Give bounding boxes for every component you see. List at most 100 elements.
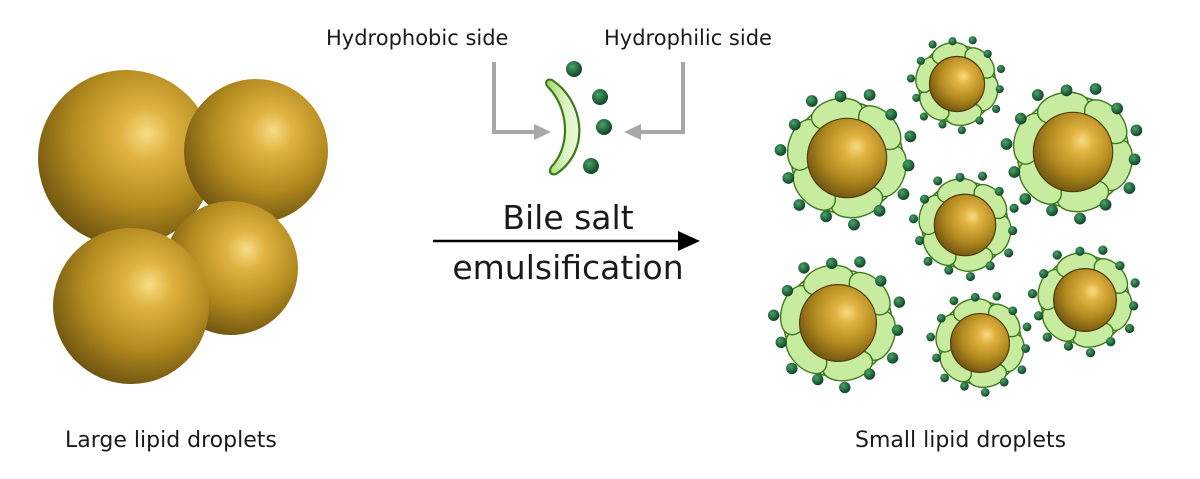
hydrophilic-head	[1128, 301, 1139, 311]
hydrophilic-head	[915, 235, 925, 246]
hydrophilic-head	[904, 130, 917, 143]
hydrophilic-head	[1027, 289, 1038, 299]
hydrophilic-side-label: Hydrophilic side	[604, 26, 772, 50]
hydrophilic-head	[977, 171, 988, 181]
hydrophilic-head	[1115, 260, 1125, 271]
hydrophilic-head	[1046, 204, 1058, 217]
process-label-line2: emulsification	[452, 248, 684, 287]
hydrophilic-head	[873, 204, 886, 217]
bile-salt-molecule	[545, 61, 612, 176]
hydrophilic-head	[940, 373, 949, 383]
hydrophilic-head	[1089, 83, 1102, 95]
hydrophobic-side-label: Hydrophobic side	[326, 26, 509, 50]
hydrophilic-head	[897, 188, 910, 200]
hydrophilic-head	[912, 93, 921, 102]
hydrophilic-head	[923, 256, 933, 266]
hydrophilic-head	[999, 377, 1009, 387]
bile-salt-body	[545, 78, 581, 176]
hydrophilic-head	[839, 381, 851, 394]
large-droplets-caption: Large lipid droplets	[65, 428, 277, 453]
hydrophilic-head	[908, 214, 919, 224]
hydrophilic-head	[919, 194, 930, 204]
hydrophilic-head	[1031, 89, 1044, 101]
hydrophilic-head	[786, 362, 798, 375]
small-droplet	[926, 291, 1032, 397]
large-droplet	[53, 228, 209, 384]
lipid-core	[798, 284, 877, 363]
hydrophilic-head	[1017, 365, 1027, 375]
small-droplet	[1027, 245, 1140, 358]
process-arrow	[433, 231, 700, 251]
hydrophilic-head	[848, 218, 860, 231]
hydrophilic-head	[893, 296, 906, 308]
small-droplet	[767, 256, 906, 394]
hydrophilic-head	[1075, 246, 1085, 256]
large-droplet	[38, 70, 214, 246]
lipid-core	[933, 193, 997, 257]
hydrophilic-head	[1000, 138, 1013, 150]
hydrophilic-head	[965, 271, 975, 282]
hydrophilic-head	[938, 120, 947, 129]
hydrophilic-head	[948, 37, 957, 46]
hydrophilic-head	[1111, 102, 1124, 115]
hydrophilic-head	[1014, 112, 1027, 125]
hydrophilic-head	[932, 353, 941, 363]
hydrophilic-head	[1060, 84, 1073, 97]
hydrophilic-head	[826, 257, 838, 270]
hydrophilic-head	[960, 381, 969, 391]
hydrophilic-head	[1019, 193, 1032, 205]
hydrophilic-head	[996, 64, 1006, 74]
hydrophilic-head	[944, 265, 954, 275]
hydrophilic-pointer-arrow	[624, 62, 685, 140]
hydrophilic-head	[1004, 248, 1014, 258]
hydrophilic-head	[891, 324, 904, 336]
hydrophilic-head	[793, 199, 806, 211]
hydrophilic-head	[1130, 278, 1140, 288]
hydrophilic-head	[919, 112, 928, 121]
hydrophilic-head	[1009, 203, 1019, 213]
hydrophilic-head	[992, 104, 1001, 114]
lipid-core	[949, 312, 1011, 374]
hydrophilic-head	[798, 262, 810, 274]
hydrophilic-head	[566, 61, 582, 77]
hydrophilic-head	[916, 56, 925, 65]
hydrophilic-head	[1008, 166, 1021, 178]
hydrophilic-head	[1052, 250, 1062, 260]
hydrophilic-head	[1074, 212, 1086, 225]
hydrophilic-head	[834, 90, 847, 103]
hydrophilic-head	[992, 291, 1002, 301]
lipid-core	[1053, 268, 1117, 332]
hydrophilic-head	[968, 36, 977, 45]
lipid-core	[928, 55, 986, 113]
hydrophilic-head	[1021, 344, 1031, 353]
small-droplet-cluster	[767, 36, 1143, 397]
process-label-line1: Bile salt	[502, 198, 634, 237]
hydrophilic-head	[975, 116, 984, 125]
hydrophilic-head	[902, 159, 915, 172]
hydrophilic-head	[1022, 322, 1032, 332]
hydrophilic-head	[985, 261, 995, 271]
hydrophilic-head	[885, 108, 898, 121]
hydrophilic-head	[1123, 182, 1136, 194]
hydrophilic-head	[936, 313, 946, 323]
hydrophilic-head	[775, 336, 787, 349]
hydrophilic-head	[970, 292, 980, 302]
hydrophilic-head	[1124, 323, 1135, 334]
small-droplet	[908, 171, 1019, 282]
hydrophobic-pointer-arrow	[492, 62, 551, 140]
lipid-core	[806, 117, 888, 199]
hydrophilic-head	[774, 144, 787, 156]
hydrophilic-head	[1008, 226, 1018, 236]
hydrophilic-head	[592, 89, 608, 105]
hydrophilic-head	[1033, 311, 1044, 321]
small-droplet	[1000, 83, 1143, 225]
hydrophilic-head	[926, 332, 936, 342]
hydrophilic-head	[1042, 332, 1052, 342]
hydrophilic-head	[983, 49, 992, 58]
hydrophilic-head	[805, 95, 818, 107]
hydrophilic-head	[767, 309, 780, 321]
hydrophilic-head	[933, 176, 943, 186]
hydrophilic-head	[782, 172, 795, 184]
hydrophilic-head	[1099, 198, 1112, 211]
